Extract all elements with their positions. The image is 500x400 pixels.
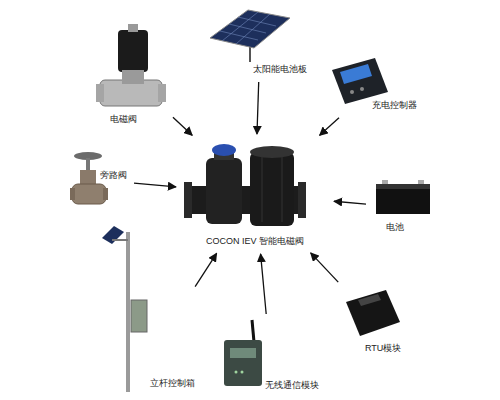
component-node: RTU模块 <box>340 285 410 357</box>
charge-controller-picture <box>332 58 388 104</box>
component-node: 电池 <box>370 180 435 235</box>
component-node: 太阳能电池板 <box>205 8 315 78</box>
pole-control-box-picture <box>102 226 147 392</box>
component-node: 充电控制器 <box>325 55 425 115</box>
component-label: 充电控制器 <box>372 100 417 111</box>
component-label: 立杆控制箱 <box>150 378 195 389</box>
arrow-connector <box>195 253 217 286</box>
arrow-connector <box>134 183 176 187</box>
component-label: 太阳能电池板 <box>253 64 307 75</box>
solenoid-valve-picture <box>96 24 166 106</box>
component-label: 旁路阀 <box>100 170 127 181</box>
arrow-connector <box>173 117 192 135</box>
smart-valve-picture <box>184 144 306 226</box>
battery-picture <box>376 180 430 214</box>
arrow-connector <box>334 201 366 204</box>
arrow-connector <box>311 253 339 282</box>
arrow-connector <box>257 82 259 134</box>
arrow-connector <box>261 254 267 314</box>
component-label: 电池 <box>386 222 404 233</box>
solar-panel-picture <box>210 10 290 62</box>
component-node: COCON IEV 智能电磁阀 <box>180 138 330 250</box>
rtu-module-picture <box>346 290 400 336</box>
component-node: 立杆控制箱 <box>120 290 200 392</box>
component-node: 无线通信模块 <box>218 318 322 392</box>
wireless-module-picture <box>224 320 262 386</box>
component-label: 电磁阀 <box>110 114 137 125</box>
component-node: 旁路阀 <box>68 148 130 212</box>
component-node: 电磁阀 <box>92 28 170 128</box>
arrow-connector <box>320 118 339 136</box>
component-label: 无线通信模块 <box>265 380 319 391</box>
component-label: RTU模块 <box>365 343 401 354</box>
component-label: COCON IEV 智能电磁阀 <box>206 236 304 247</box>
